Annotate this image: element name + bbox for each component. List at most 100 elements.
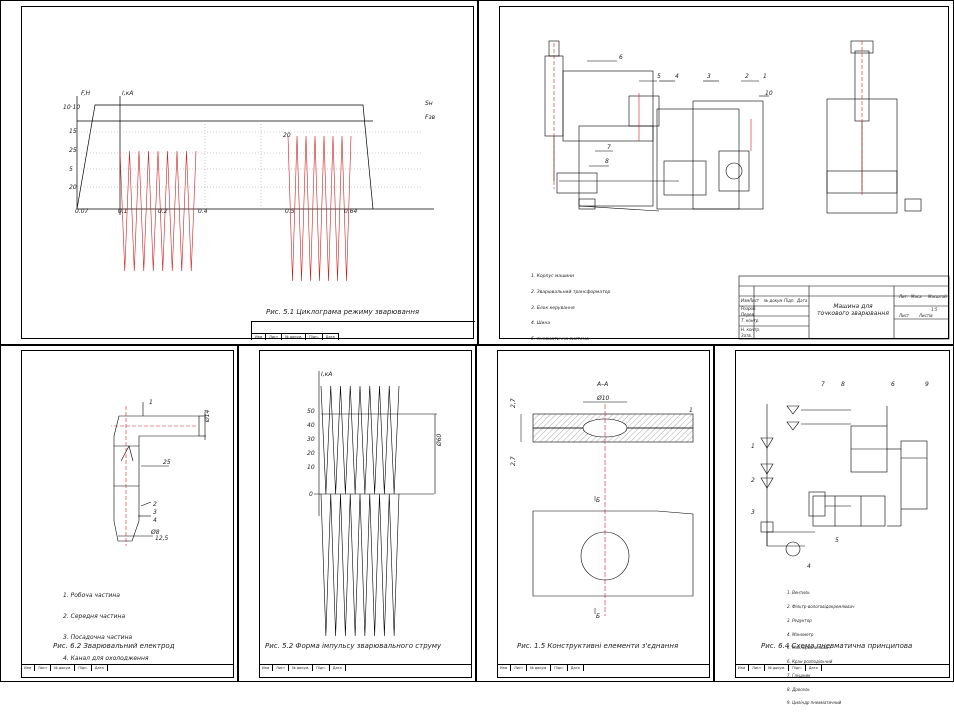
stamp-col: Лист	[511, 665, 527, 671]
sheets-label: Листів	[918, 313, 933, 318]
stamp-col: № докум.	[527, 665, 552, 671]
stamp-col: № докум.	[282, 334, 307, 340]
stamp-col: Лист	[749, 665, 765, 671]
dim-d10: Ø10	[596, 395, 610, 402]
scale-value: 1:5	[931, 307, 938, 312]
legend-item: 3. Блок керування	[531, 305, 575, 311]
callout-2: 2	[751, 477, 755, 484]
machine-drawing: 6 5 4 3 2 1 10 7 8	[544, 40, 922, 214]
electrode-drawing: 1 2 3 4 Ø14 25 Ø8 12,5	[111, 399, 211, 546]
drawing-frame	[497, 350, 710, 678]
stamp-col: Підп.	[551, 665, 568, 671]
legend-item: 3. Редуктор	[787, 617, 812, 623]
callout-7: 7	[821, 381, 825, 388]
section-marker: Б	[596, 613, 600, 620]
sheet-label: Лист	[898, 313, 910, 318]
section-label: А–А	[596, 381, 608, 388]
figure-caption: Рис. 6.2 Зварювальний електрод	[53, 642, 175, 650]
y-tick: 50	[307, 408, 315, 415]
y-tick: 30	[307, 436, 315, 443]
stamp-row: Перев.	[741, 312, 755, 317]
stamp-col: № докум.	[289, 665, 314, 671]
callout-2: 2	[153, 501, 157, 508]
dim-12-5: 12,5	[155, 535, 169, 542]
dim-d60: Ø60	[436, 433, 443, 447]
sheet-joint: А–А Ø10 2,7 2,7 1 Б Б Рис. 1.5 Конструкт…	[476, 345, 714, 682]
callout-5: 5	[657, 73, 661, 80]
drawing-frame	[21, 6, 474, 339]
stamp-col: Дата	[568, 665, 584, 671]
mid-label: 20	[283, 132, 291, 139]
right-col: Лит.	[898, 294, 908, 299]
drawing-title: Машина для точкового зварювання	[817, 303, 889, 317]
legend-item: 1. Вентиль	[787, 590, 810, 596]
legend-item: 4. Манометр	[787, 631, 814, 637]
title-block: Изм Лист № докум. Підп. Дата	[251, 321, 475, 340]
x-tick: 0.4	[198, 208, 208, 215]
pulse-trace	[320, 385, 400, 495]
legend-item: 4. Шина	[531, 321, 551, 327]
pulse-trace	[119, 150, 197, 272]
callout-4: 4	[675, 73, 679, 80]
parts-legend: 1. Робоча частина 2. Середня частина 3. …	[63, 578, 149, 676]
pulse-trace	[320, 493, 400, 637]
figure-caption: Рис. 5.1 Циклограма режиму зварювання	[266, 308, 420, 316]
callout-3: 3	[153, 509, 157, 516]
main-title-block: Изм Лист № докум. Підп. Дата Розроб. Пер…	[738, 275, 950, 340]
figure-caption: Рис. 1.5 Конструктивні елементи з'єднанн…	[517, 642, 679, 650]
y-tick: 5	[69, 166, 73, 173]
right-col: Маса	[911, 294, 922, 299]
legend-item: 4. Канал для охолодження	[63, 655, 149, 662]
stamp-col: Підп.	[75, 665, 92, 671]
stamp-col: Изм	[259, 665, 274, 671]
legend-item: 2. Середня частина	[63, 613, 126, 620]
title-block: Изм Лист № докум. Підп. Дата	[259, 664, 472, 679]
stamp-col: Изм	[497, 665, 512, 671]
legend-item: 5. пневматична система	[531, 336, 589, 342]
stamp-col: Дата	[330, 665, 346, 671]
callout-9: 9	[925, 381, 929, 388]
dim-2-7: 2,7	[510, 398, 517, 408]
legend-item: 2. Зварювальний трансформатор	[531, 290, 611, 296]
stamp-col: Дата	[323, 334, 339, 340]
sheet-pneumatic: 1 2 3 4 5 6 7 8 9 1. Вентиль 2. Фільтр-в…	[714, 345, 954, 705]
section-marker: Б	[596, 497, 600, 504]
stamp-col: Підп.	[313, 665, 330, 671]
sheet-electrode: 1 2 3 4 Ø14 25 Ø8 12,5 1. Робоча частина…	[0, 345, 238, 682]
stamp-col: Изм	[741, 298, 749, 303]
drawing-frame	[21, 350, 234, 678]
stamp-col: Лист	[35, 665, 51, 671]
stamp-row: Т. контр.	[741, 318, 760, 323]
stamp-col: № докум.	[763, 298, 784, 303]
callout-8: 8	[605, 158, 609, 165]
dim-25: 25	[163, 459, 171, 466]
stamp-row: Розроб.	[741, 306, 757, 311]
drawing-frame	[735, 350, 950, 678]
stamp-col: Изм	[21, 665, 36, 671]
callout-3: 3	[751, 509, 755, 516]
axis-current-label: I,кА	[321, 371, 332, 378]
legend-item: 8. Дросель	[787, 686, 810, 692]
stamp-col: № докум.	[765, 665, 790, 671]
dim-d14: Ø14	[204, 409, 211, 423]
stamp-col: № докум.	[51, 665, 76, 671]
stamp-col: Підп.	[789, 665, 806, 671]
x-tick: 0.07	[75, 208, 89, 215]
title-block: Изм Лист № докум. Підп. Дата	[21, 664, 234, 679]
axis-force-label: F,Н	[81, 90, 91, 97]
legend-item: 1. Робоча частина	[63, 592, 120, 599]
callout-1: 1	[751, 443, 755, 450]
stamp-col: Лист	[266, 334, 282, 340]
x-tick: 0.2	[158, 208, 168, 215]
stamp-row: Затв.	[741, 333, 752, 338]
callout-8: 8	[841, 381, 845, 388]
callout-5: 5	[835, 537, 839, 544]
callout-6: 6	[619, 54, 623, 61]
legend-item: 3. Посадочна частина	[63, 634, 133, 641]
stamp-col: Дата	[796, 298, 808, 303]
x-tick: 0.64	[344, 208, 358, 215]
y-tick: 0	[309, 491, 313, 498]
figure-caption: Рис. 6.4 Схема пневматична принципова	[761, 642, 913, 650]
legend-item: 2. Фільтр-вологовідокремлювач	[787, 603, 855, 609]
legend-item: 1. Корпус машини	[531, 274, 575, 280]
